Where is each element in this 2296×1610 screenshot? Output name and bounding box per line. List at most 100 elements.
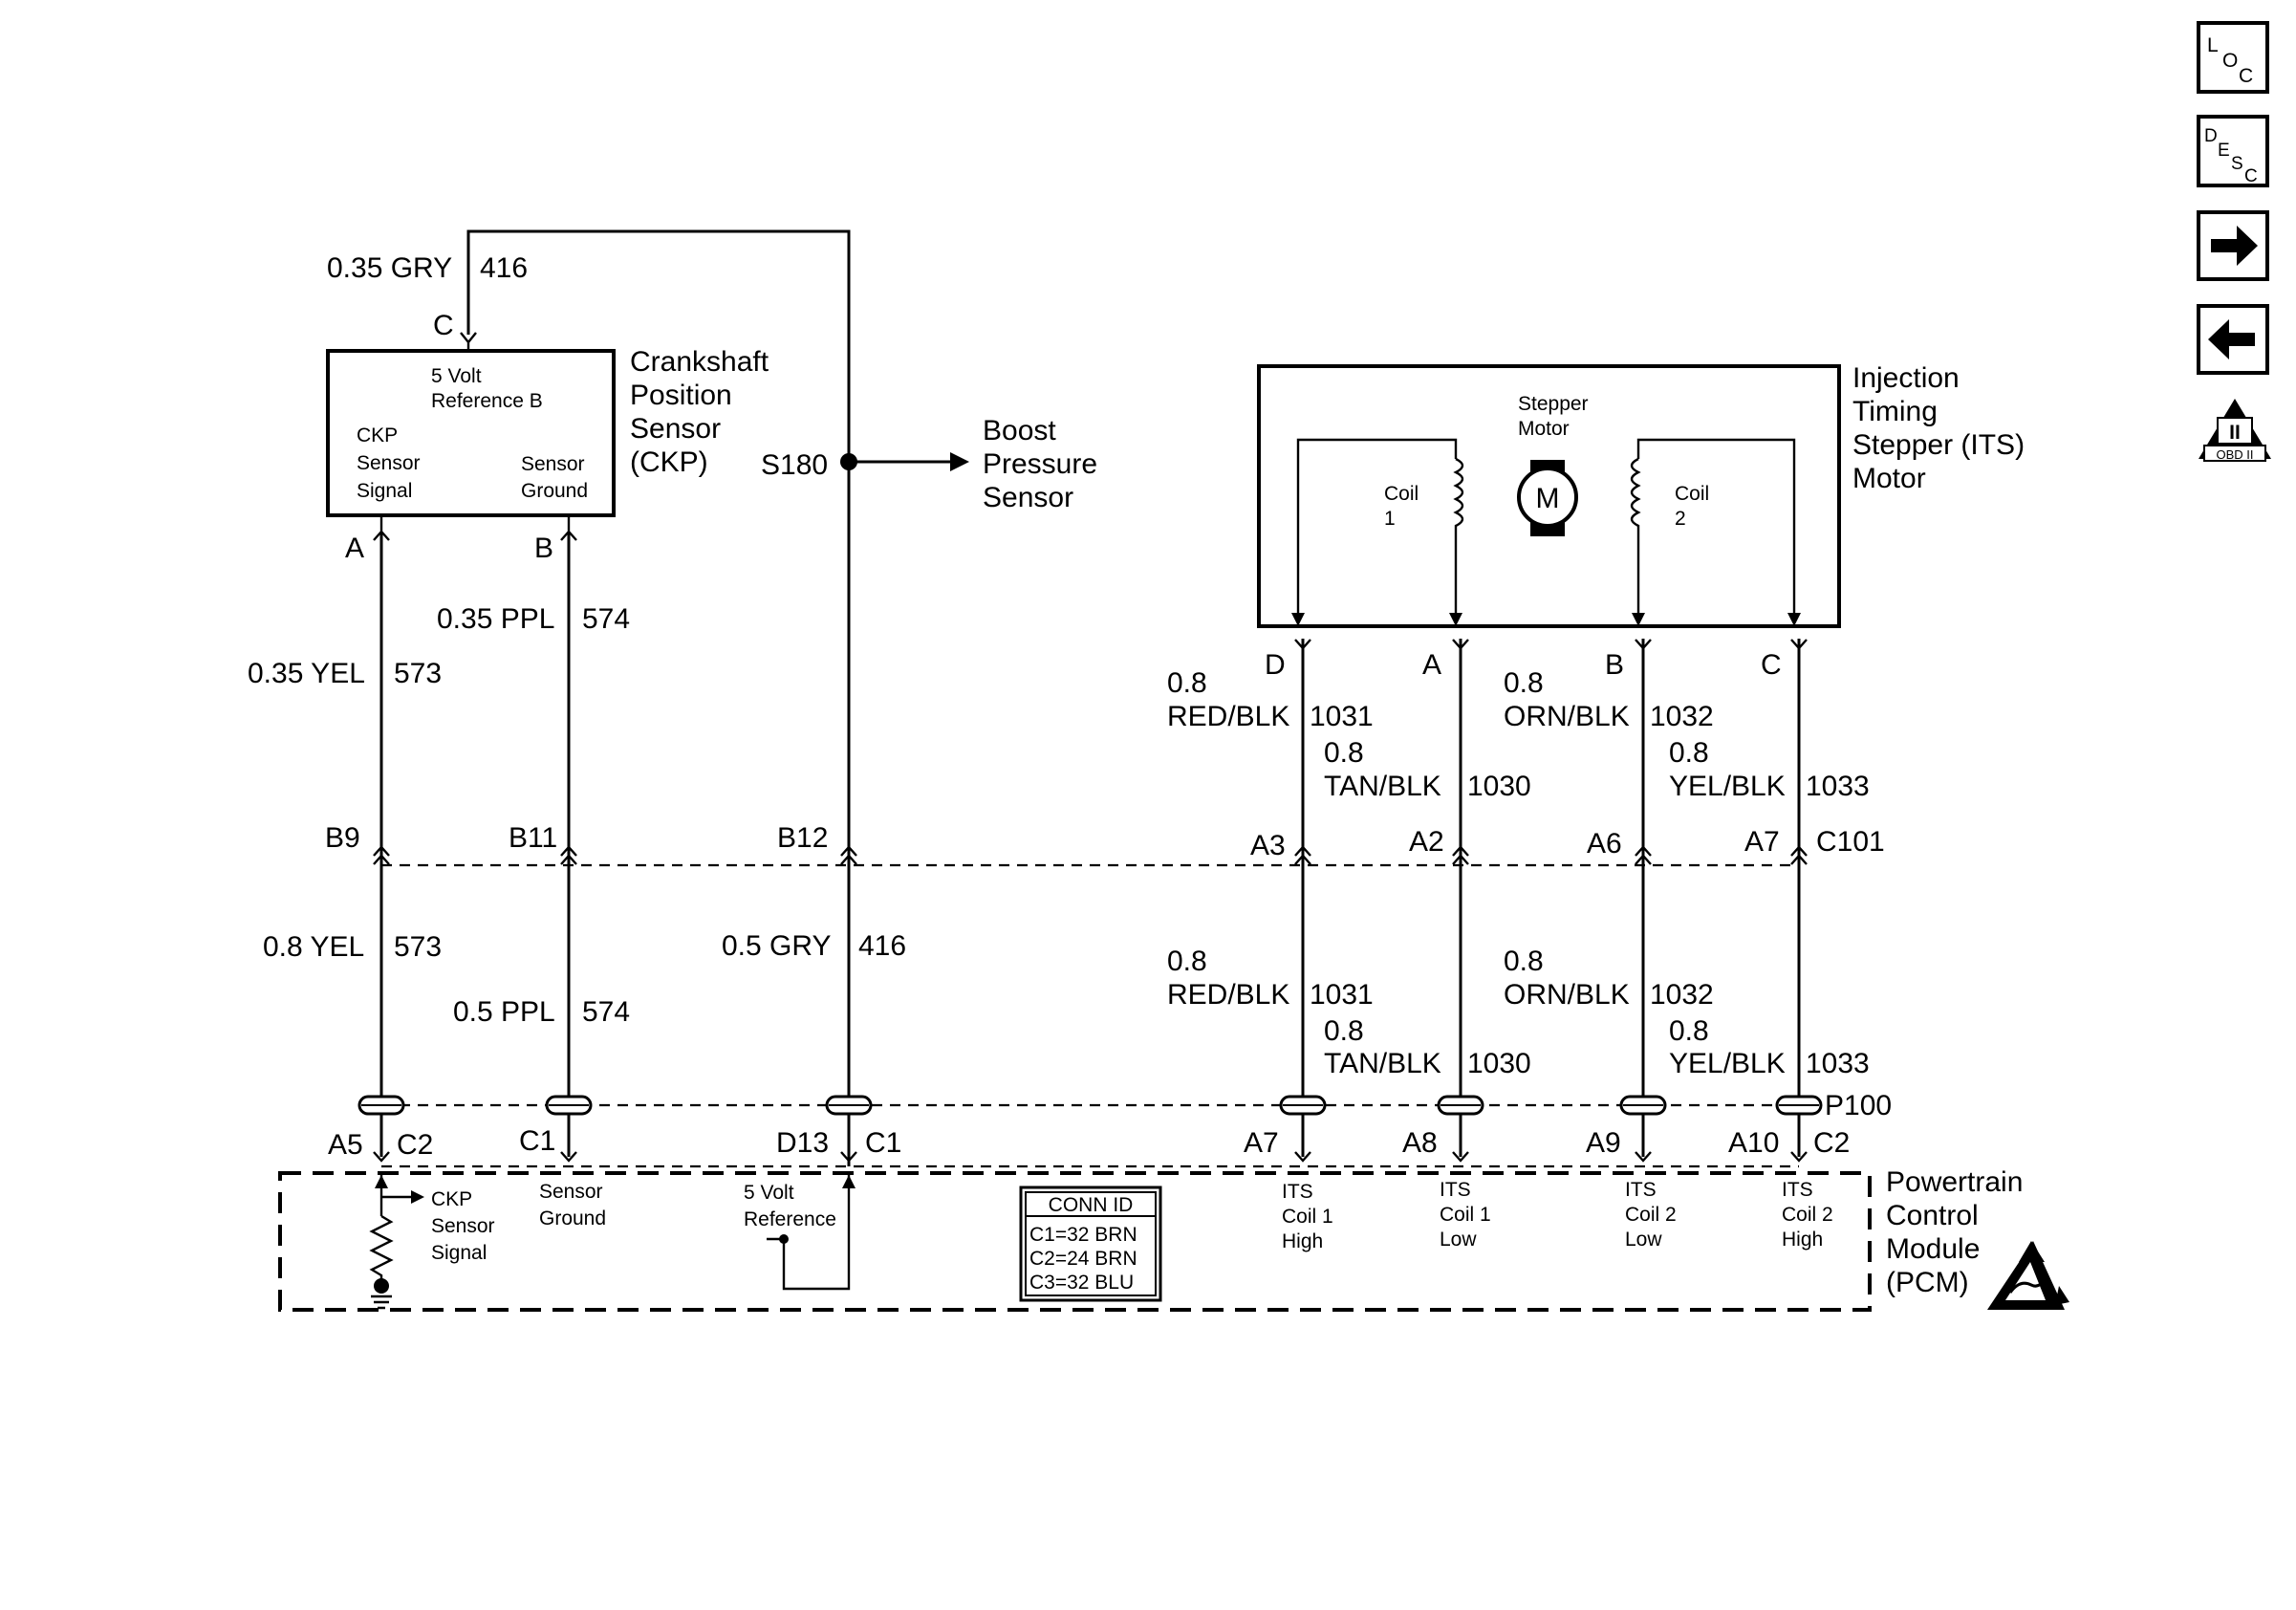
wire-1030-size-upper: 0.8 (1324, 737, 1364, 769)
wire-1031-color-lower: RED/BLK (1167, 979, 1289, 1011)
svg-text:II: II (2229, 422, 2241, 444)
pcm-its1l-label: ITS (1440, 1179, 1471, 1201)
wire-416-upper (466, 229, 851, 1166)
svg-text:L: L (2207, 34, 2219, 56)
wire-1030-color-lower: TAN/BLK (1324, 1048, 1441, 1079)
pcm-pin-a5: A5 (328, 1129, 363, 1161)
pcm-name: Control (1886, 1200, 1979, 1231)
svg-text:E: E (2218, 141, 2230, 161)
pcm-pin-d13-conn: C1 (865, 1127, 901, 1159)
pcm-its2h-label: High (1782, 1229, 1823, 1251)
its-motor-name: Stepper (ITS) (1852, 429, 2025, 461)
wire-1032-size-upper: 0.8 (1504, 667, 1544, 699)
esd-warning-icon (1987, 1241, 2069, 1310)
pcm-its2h-label: Coil 2 (1782, 1204, 1833, 1226)
wire-1030-color-upper: TAN/BLK (1324, 771, 1441, 802)
ckp-pin-b: B (534, 533, 553, 564)
pcm-pin-c1: C1 (519, 1125, 555, 1157)
pcm-its1h-label: Coil 1 (1282, 1206, 1333, 1228)
splice-s180-label: S180 (761, 449, 828, 481)
pcm-ref-up-arrow-icon (842, 1175, 856, 1188)
pcm-ground-label: Ground (539, 1208, 606, 1229)
wire-1031-circuit-upper: 1031 (1310, 701, 1374, 732)
conn-id-row: C3=32 BLU (1029, 1272, 1134, 1294)
arrow-right-icon[interactable] (2197, 210, 2269, 281)
its-motor-name: Injection (1852, 362, 1960, 394)
its-stepper-motor: Stepper Motor M Coil 1 Coil 2 Injection … (1257, 362, 2025, 681)
ckp-signal-label: CKP (357, 424, 398, 446)
c101-label: C101 (1816, 826, 1885, 858)
wire-1032-circuit-lower: 1032 (1650, 979, 1714, 1011)
p100-label: P100 (1825, 1090, 1892, 1121)
coil-1-arrow-a (1449, 613, 1462, 626)
stepper-motor-label: Stepper (1518, 393, 1589, 415)
wire-1030-circuit-lower: 1030 (1467, 1048, 1531, 1079)
wire-1031-color-upper: RED/BLK (1167, 701, 1289, 732)
c101-pin-b9: B9 (325, 822, 360, 854)
description-icon[interactable]: D E S C (2197, 115, 2269, 187)
pcm-pin-a9: A9 (1586, 1127, 1621, 1159)
wire-1031-size-lower: 0.8 (1167, 946, 1207, 977)
obd-ii-icon[interactable]: II OBD II (2199, 399, 2271, 462)
boost-pressure-sensor-label: Boost (983, 415, 1056, 446)
wire-1030-size-lower: 0.8 (1324, 1015, 1364, 1047)
pcm-pin-d13: D13 (776, 1127, 829, 1159)
arrow-left-icon[interactable] (2197, 304, 2269, 375)
wire-1030-circuit-upper: 1030 (1467, 771, 1531, 802)
ckp-pin-b-mark (560, 515, 577, 541)
pcm-pin-a7: A7 (1244, 1127, 1279, 1159)
coil-2-label: 2 (1675, 508, 1686, 530)
connector-c101: B9 B11 B12 A3 A2 A6 A7 C101 (325, 822, 1885, 867)
ckp-sensor-name: Crankshaft (630, 346, 769, 378)
ckp-sensor-name: (CKP) (630, 446, 708, 478)
c101-pin-a3: A3 (1250, 830, 1286, 861)
svg-text:D: D (2204, 126, 2218, 146)
ckp-pin-c: C (433, 310, 454, 341)
its-pin-b-mark (1635, 639, 1652, 650)
pcm-its1l-label: Low (1440, 1229, 1477, 1251)
wire-416-size-lower: 0.5 GRY (722, 930, 832, 962)
wire-416-size-upper: 0.35 GRY (327, 252, 452, 284)
coil-1-inductor (1453, 457, 1464, 617)
pcm-ckp-arrow-icon (411, 1190, 424, 1204)
pcm-its1l-label: Coil 1 (1440, 1204, 1491, 1226)
conn-id-table: CONN ID C1=32 BRN C2=24 BRN C3=32 BLU (1019, 1186, 1162, 1302)
pcm-pin-a5-conn: C2 (397, 1129, 433, 1161)
pcm-ckp-label: Signal (431, 1242, 487, 1264)
wire-1032-size-lower: 0.8 (1504, 946, 1544, 977)
ckp-signal-label: Sensor (357, 452, 421, 474)
wire-1033-circuit-upper: 1033 (1806, 771, 1870, 802)
pcm-name: Powertrain (1886, 1166, 2023, 1198)
pcm-entry-wires (379, 1114, 1801, 1157)
its-pin-d: D (1265, 649, 1286, 681)
location-icon[interactable]: L O C (2197, 21, 2269, 94)
wire-1033-color-lower: YEL/BLK (1669, 1048, 1786, 1079)
c101-pin-a6: A6 (1587, 828, 1622, 859)
c101-pin-a7: A7 (1744, 826, 1780, 858)
ckp-ref-label: 5 Volt (431, 365, 482, 387)
c101-marks (373, 845, 1808, 865)
ckp-pin-c-mark (460, 332, 477, 351)
c101-pin-a2: A2 (1409, 826, 1444, 858)
pcm-ckp-up-arrow-icon (375, 1175, 388, 1188)
coil-1-arrow-d (1291, 613, 1305, 626)
wire-1031-size-upper: 0.8 (1167, 667, 1207, 699)
c101-pin-b11: B11 (509, 822, 557, 854)
pcm-ckp-circuit (379, 1173, 413, 1216)
connector-p100: P100 (357, 1090, 1892, 1121)
pcm-ref-circuit (767, 1173, 851, 1291)
wire-1033-size-lower: 0.8 (1669, 1015, 1709, 1047)
coil-2-inductor (1630, 457, 1641, 617)
ckp-pin-a-mark (373, 515, 390, 541)
pcm-ref-label: Reference (744, 1208, 836, 1230)
ckp-ref-label: Reference B (431, 390, 543, 412)
pcm-ref-node (779, 1234, 789, 1244)
coil-1-label: 1 (1384, 508, 1396, 530)
wire-573-size-lower: 0.8 YEL (263, 931, 364, 963)
wire-1032-circuit-upper: 1032 (1650, 701, 1714, 732)
its-pin-c-mark (1790, 639, 1808, 650)
ckp-sensor-name: Position (630, 380, 732, 411)
wire-1033-color-upper: YEL/BLK (1669, 771, 1786, 802)
pcm-pin-a10: A10 (1728, 1127, 1779, 1159)
